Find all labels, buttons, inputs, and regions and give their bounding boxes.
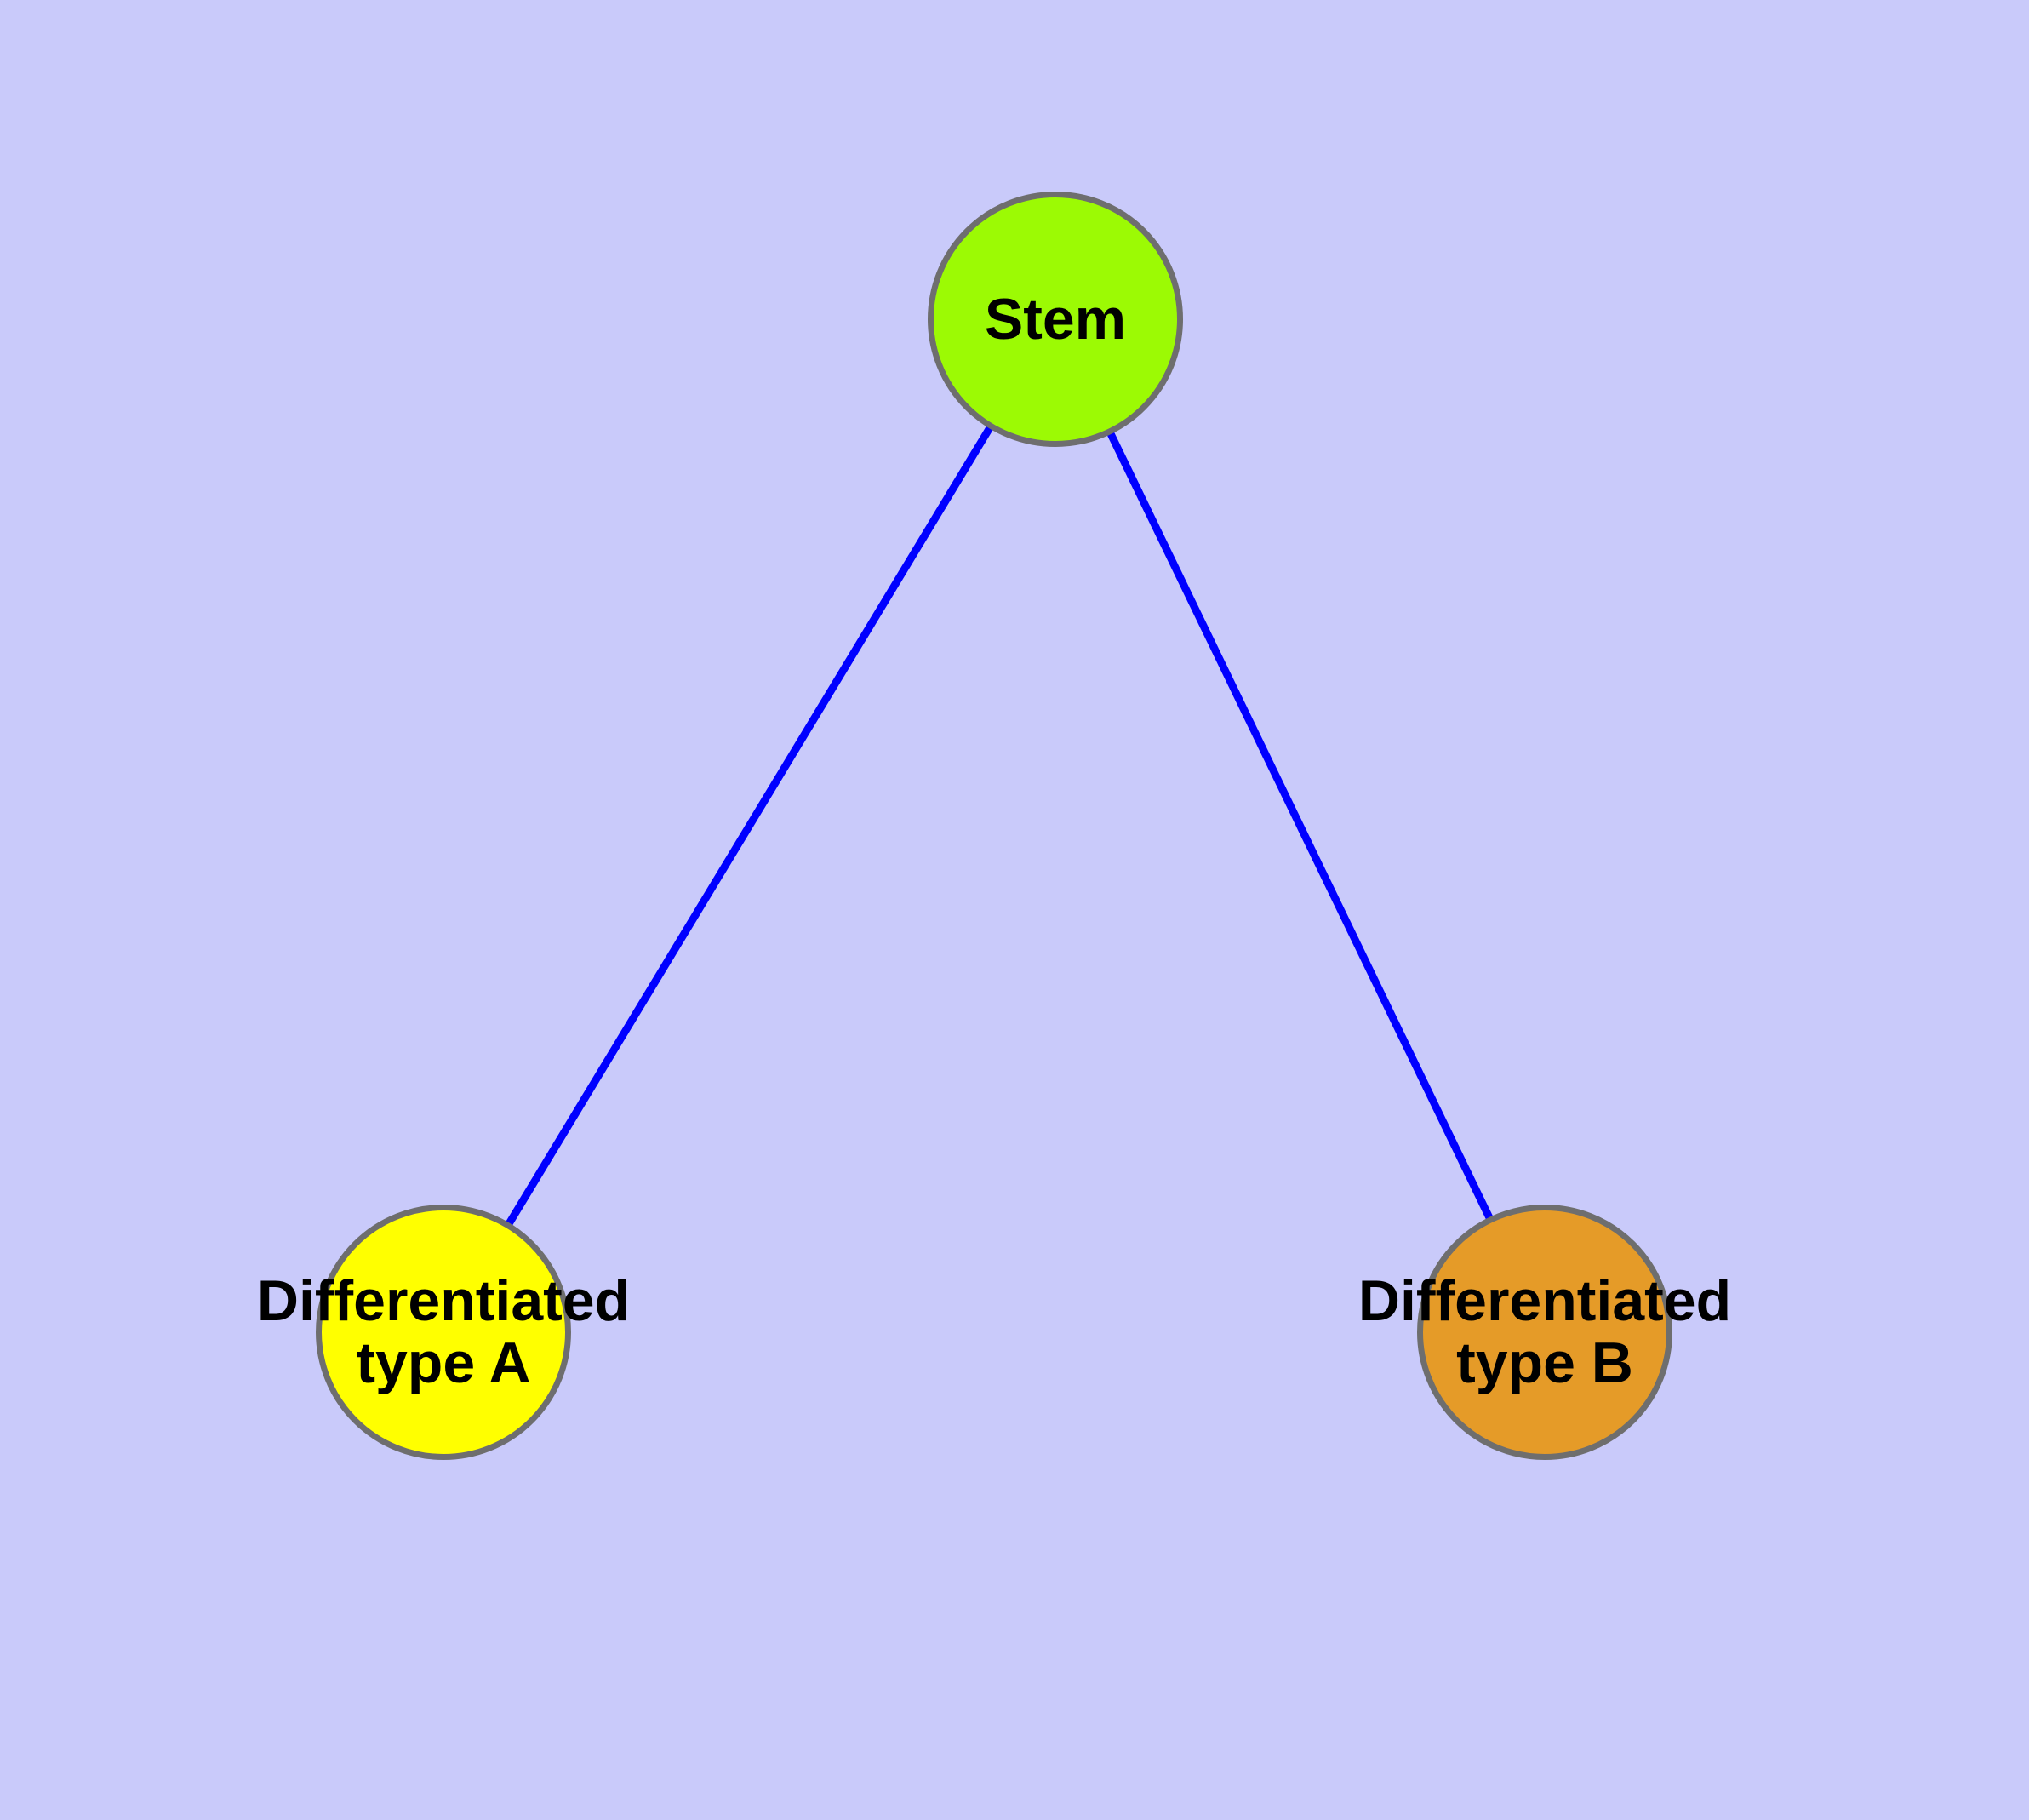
node-stem[interactable]	[928, 192, 1183, 447]
edge-stem-to-diff-b	[1051, 318, 1549, 1334]
node-differentiated-type-b[interactable]	[1417, 1205, 1672, 1460]
edge-stem-to-diff-a	[440, 317, 1059, 1335]
node-differentiated-type-a[interactable]	[316, 1205, 571, 1460]
